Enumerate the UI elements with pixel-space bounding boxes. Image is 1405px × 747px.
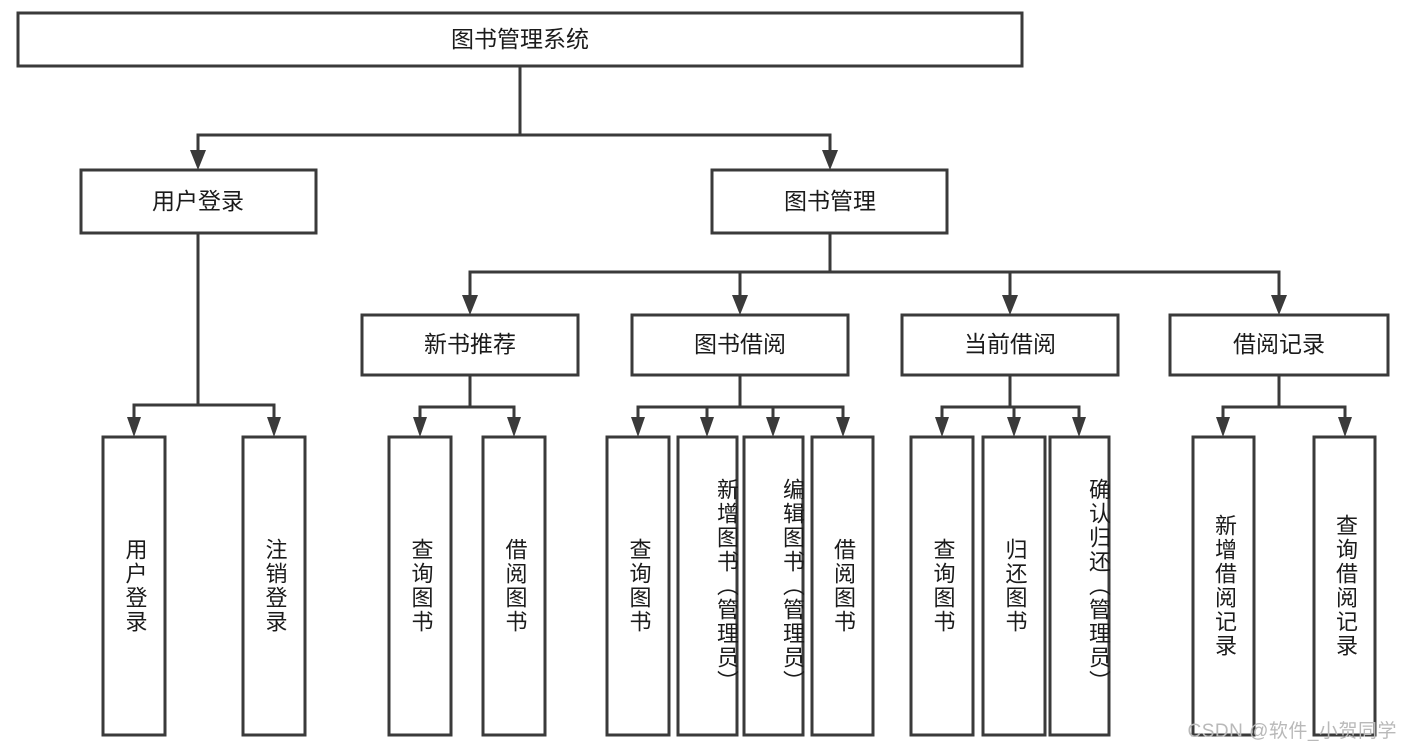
node-current-borrow-box[interactable] [900,313,1120,377]
leaf-box-confirm-return[interactable] [1048,435,1111,737]
connector-group-current-borrow [935,373,1086,437]
leaf-box-borrow-book-rec[interactable] [481,435,547,737]
node-current-borrow-label: 当前借阅 [964,331,1056,357]
node-new-book-recommend[interactable]: 新书推荐 [360,313,580,377]
node-current-borrow[interactable]: 当前借阅 [900,313,1120,377]
node-book-manage-label: 图书管理 [784,188,876,214]
arrow-nbr-l2 [507,417,521,437]
arrow-nbr-l1 [413,417,427,437]
node-new-book-recommend-label: 新书推荐 [424,331,516,357]
arrow-bm-to-current-borrow [1002,295,1018,315]
node-new-book-recommend-box[interactable] [360,313,580,377]
connector-group-user-login [127,231,281,437]
leaf-box-query-book-rec[interactable] [387,435,453,737]
arrow-bb-l3 [766,417,780,437]
connector-group-new-book-recommend [413,373,521,437]
arrow-bb-l4 [836,417,850,437]
csdn-watermark: CSDN @软件_小贺同学 [1187,721,1397,742]
arrow-br-l2 [1338,417,1352,437]
arrow-cb-l2 [1007,417,1021,437]
node-root-box[interactable] [16,11,1024,68]
arrow-br-l1 [1216,417,1230,437]
node-root[interactable]: 图书管理系统 [16,11,1024,68]
node-book-manage[interactable]: 图书管理 [710,168,949,235]
leaf-box-add-book[interactable] [676,435,739,737]
connector-group-book-borrow [631,373,850,437]
node-user-login-box[interactable] [79,168,318,235]
node-book-manage-box[interactable] [710,168,949,235]
connector-group-root [190,64,838,170]
node-book-borrow[interactable]: 图书借阅 [630,313,850,377]
leaf-box-user-logout[interactable] [241,435,307,737]
node-borrow-record-label: 借阅记录 [1233,331,1325,357]
arrow-cb-l1 [935,417,949,437]
arrow-bm-to-borrow-record [1271,295,1287,315]
arrow-bm-to-book-borrow [732,295,748,315]
leaf-box-borrow-book[interactable] [810,435,875,737]
connector-group-borrow-record [1216,373,1352,437]
leaf-box-add-record[interactable] [1191,435,1256,737]
node-user-login-label: 用户登录 [152,188,244,214]
arrow-root-to-user-login [190,150,206,170]
arrow-user-login-l2 [267,417,281,437]
arrow-bb-l2 [700,417,714,437]
connector-group-book-manage [462,231,1287,315]
leaf-box-query-book-cur[interactable] [909,435,975,737]
leaf-box-edit-book[interactable] [742,435,805,737]
node-user-login[interactable]: 用户登录 [79,168,318,235]
node-borrow-record[interactable]: 借阅记录 [1168,313,1390,377]
arrow-bm-to-new-book-recommend [462,295,478,315]
arrow-bb-l1 [631,417,645,437]
node-borrow-record-box[interactable] [1168,313,1390,377]
arrow-cb-l3 [1072,417,1086,437]
leaf-box-query-record[interactable] [1312,435,1377,737]
arrow-root-to-book-manage [822,150,838,170]
node-book-borrow-box[interactable] [630,313,850,377]
leaf-box-query-book-borrow[interactable] [605,435,671,737]
leaf-box-user-login[interactable] [101,435,167,737]
leaf-box-return-book[interactable] [981,435,1047,737]
node-book-borrow-label: 图书借阅 [694,331,786,357]
node-root-label: 图书管理系统 [451,26,589,52]
leaf-node-boxes [101,435,1377,737]
arrow-user-login-l1 [127,417,141,437]
